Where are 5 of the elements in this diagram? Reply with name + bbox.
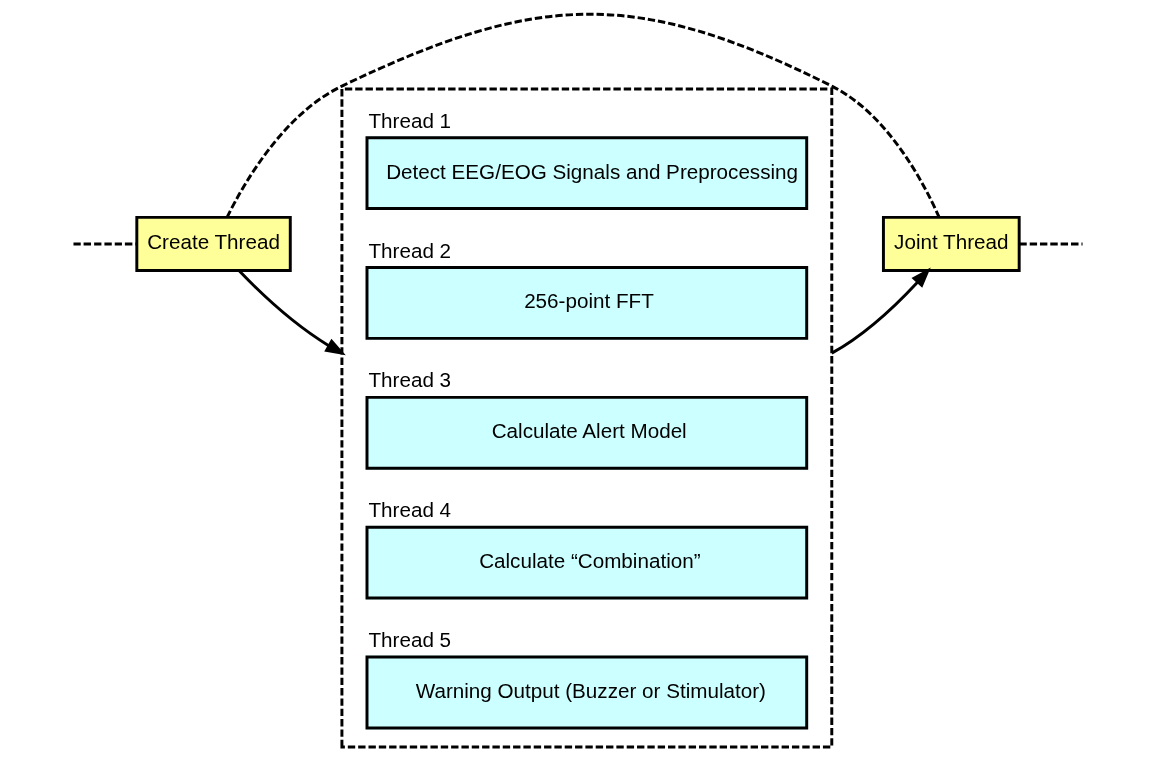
node-label: Thread 4 <box>367 498 451 522</box>
node-label: Thread 5 <box>367 628 451 652</box>
node-label: Thread 3 <box>367 368 451 392</box>
node-label: Thread 1 <box>367 108 451 132</box>
node-label: Thread 2 <box>367 238 451 262</box>
